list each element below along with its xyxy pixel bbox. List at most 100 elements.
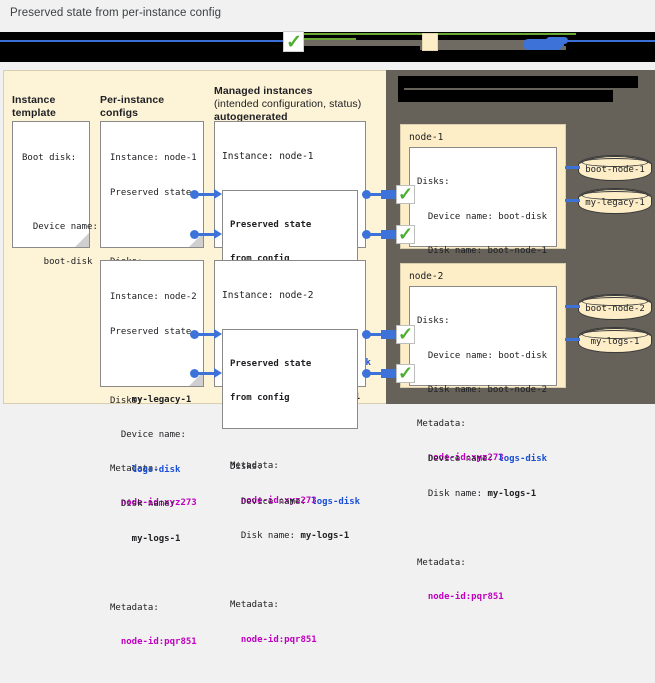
- node-metadata-label: Metadata:: [417, 557, 466, 568]
- node-boot-disk-name: Disk name: boot-node-2: [417, 385, 548, 395]
- page-title: Preserved state from per-instance config: [10, 7, 222, 19]
- connector-arrow-1: [214, 189, 222, 199]
- heading-line-1: Instance: [12, 94, 56, 106]
- node-spacer: [417, 420, 549, 432]
- config-spacer: [110, 222, 194, 234]
- inner-disk-name-row: Disk name: my-logs-1: [230, 531, 350, 543]
- node-box-node-1: node-1 Disks: Device name: boot-disk Dis…: [400, 124, 566, 463]
- legend-blue-ellipse-icon: [523, 39, 563, 50]
- connector-line-8: [369, 372, 383, 375]
- heading-line-2: (intended configuration, status): [214, 98, 362, 110]
- inner-disk-name-value: my-logs-1: [300, 531, 350, 541]
- inner-line-1: Preserved state: [230, 358, 312, 369]
- disk-label: boot-node-2: [585, 304, 645, 314]
- inner-device-name-label: Device name:: [230, 496, 312, 507]
- node-spacer-2: [417, 523, 549, 535]
- managed-instance-card-node-1: Instance: node-1 Preserved state from co…: [214, 121, 371, 506]
- inner-line-2: from config: [230, 393, 290, 403]
- inner-line-1: Preserved state: [230, 219, 312, 230]
- node-boot-device-name: Device name: boot-disk: [417, 350, 548, 361]
- disk-label: my-legacy-1: [585, 198, 645, 208]
- disk-connector-line-4: [565, 338, 580, 341]
- node-box-node-2: node-2 Disks: Device name: boot-disk Dis…: [400, 263, 566, 602]
- status-check-4: ✓: [396, 364, 415, 383]
- check-icon: ✓: [398, 324, 414, 344]
- node-device-name-row: Device name: logs-disk: [417, 454, 549, 466]
- legend-tan-box-icon: [422, 33, 438, 51]
- status-check-1: ✓: [396, 185, 415, 204]
- connector-arrow-4: [214, 368, 222, 378]
- header-redaction-line-1: [398, 76, 638, 88]
- connector-square-3: [381, 330, 396, 339]
- connector-dot-6: [362, 230, 371, 239]
- node-inner-box: Disks: Device name: boot-disk Disk name:…: [409, 286, 557, 602]
- template-line-2: [22, 188, 80, 200]
- managed-instance-card-node-2: Instance: node-2 Preserved state from co…: [214, 260, 366, 645]
- connector-line-6: [369, 233, 383, 236]
- config-disks-label: Disks:: [110, 395, 143, 406]
- legend-gray-bar-secondary: [420, 46, 566, 50]
- disk-boot-node-1: boot-node-1: [578, 155, 652, 181]
- inner-disk-name-label: Disk name:: [230, 531, 301, 541]
- config-line-2: Preserved state: [110, 187, 192, 198]
- header-redaction-edge: [398, 76, 404, 102]
- column-heading-instance-template: Instance template: [12, 94, 56, 120]
- connector-arrow-2: [214, 229, 222, 239]
- per-instance-config-card-node-1: Instance: node-1 Preserved state Disks: …: [100, 121, 204, 508]
- disk-label: boot-node-1: [585, 165, 645, 175]
- node-disk-name-label: Disk name:: [417, 488, 488, 499]
- right-panel-header-redacted: [398, 76, 650, 106]
- check-icon: ✓: [286, 32, 302, 53]
- inner-disks-label: Disks:: [230, 462, 263, 472]
- check-icon: ✓: [398, 224, 414, 244]
- connector-dot-2: [190, 230, 199, 239]
- heading-line-2: configs: [100, 107, 139, 119]
- connector-dot-3: [190, 330, 199, 339]
- inner-spacer-2: [230, 566, 350, 578]
- connector-dot-8: [362, 369, 371, 378]
- node-device-name-value: logs-disk: [498, 454, 548, 464]
- node-disk-name-row: Disk name: my-logs-1: [417, 489, 549, 501]
- node-boot-disk-name: Disk name: boot-node-1: [417, 246, 548, 256]
- inner-metadata-value: node-id:pqr851: [230, 634, 317, 645]
- connector-line-4: [197, 372, 215, 375]
- inner-spacer: [230, 428, 350, 440]
- node-title: node-1: [409, 132, 444, 143]
- status-check-2: ✓: [396, 225, 415, 244]
- check-icon: ✓: [398, 184, 414, 204]
- managed-instance-inner-box: Preserved state from config Disks: Devic…: [222, 328, 360, 645]
- legend-green-line: [300, 33, 576, 35]
- legend-blue-ellipse-icon-2: [546, 37, 568, 44]
- config-metadata-value: node-id:pqr851: [110, 637, 197, 647]
- config-disk-name-label: Disk name:: [110, 499, 176, 509]
- disk-connector-line-1: [565, 166, 580, 169]
- per-instance-config-card-node-2: Instance: node-2 Preserved state Disks: …: [100, 260, 204, 647]
- connector-line-3: [197, 333, 215, 336]
- inner-device-name-row: Device name: logs-disk: [230, 496, 360, 509]
- node-boot-device-name: Device name: boot-disk: [417, 211, 548, 222]
- connector-line-2: [197, 233, 215, 236]
- connector-line-7: [369, 333, 383, 336]
- connector-line-1: [197, 193, 215, 196]
- template-line-1: Boot disk:: [22, 153, 77, 163]
- legend-green-line-secondary: [300, 38, 356, 40]
- config-spacer: [110, 361, 194, 373]
- config-metadata-label: Metadata:: [110, 602, 159, 613]
- heading-line-2: template: [12, 107, 56, 119]
- node-title: node-2: [409, 271, 444, 282]
- config-disk-name-value: my-legacy-1: [110, 394, 192, 405]
- managed-instance-title: Instance: node-2: [222, 290, 314, 301]
- connector-dot-7: [362, 330, 371, 339]
- heading-line-3: autogenerated: [214, 111, 288, 123]
- inner-device-name-value: logs-disk: [311, 496, 361, 507]
- config-line-1: Instance: node-2: [110, 292, 197, 302]
- config-line-1: Instance: node-1: [110, 153, 197, 163]
- node-device-name-label: Device name:: [417, 454, 499, 464]
- connector-square-1: [381, 190, 396, 199]
- connector-arrow-3: [214, 329, 222, 339]
- config-spacer-2: [110, 568, 194, 580]
- check-icon: ✓: [398, 363, 414, 383]
- config-device-name-label: Device name:: [110, 430, 186, 440]
- disk-label: my-logs-1: [590, 337, 640, 347]
- disk-my-legacy-1: my-legacy-1: [578, 188, 652, 214]
